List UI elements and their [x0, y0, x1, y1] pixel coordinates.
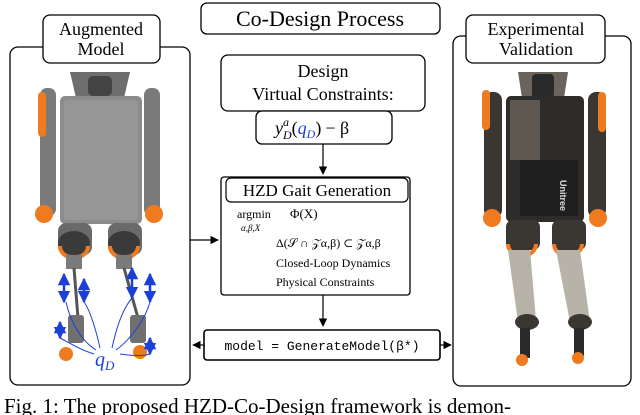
augmented-robot-illustration: [35, 72, 163, 361]
right-panel-title-line2: Validation: [499, 39, 573, 59]
physical-robot-illustration: Unitree: [482, 72, 607, 366]
hzd-argmin: argmin: [237, 207, 271, 221]
hzd-constraint-dynamics: Closed-Loop Dynamics: [276, 256, 391, 270]
figure-caption: Fig. 1: The proposed HZD-Co-Design frame…: [4, 394, 511, 415]
hzd-constraint-invariance: Δ(𝒮 ∩ 𝒵α,β) ⊂ 𝒵α,β: [276, 236, 381, 250]
left-panel-title-box: [42, 14, 161, 64]
title-box: [200, 2, 441, 35]
design-box-line1: Design: [298, 61, 349, 81]
left-panel-title-line1: Augmented: [59, 19, 143, 39]
hzd-objective: Φ(X): [290, 206, 318, 221]
virtual-constraint-equation-box: [255, 110, 393, 145]
hzd-constraint-physical: Physical Constraints: [276, 275, 375, 289]
hzd-gait-generation-box: [220, 176, 411, 296]
right-panel-title-box: [465, 14, 606, 64]
hzd-title: HZD Gait Generation: [243, 181, 392, 200]
right-panel-title-line1: Experimental: [488, 19, 585, 39]
hzd-argmin-subscript: α,β,X: [241, 223, 261, 233]
left-panel-title-line2: Model: [78, 39, 125, 59]
design-variable-label: qD: [95, 349, 115, 373]
design-variable-arrows: [53, 266, 157, 356]
brand-label: Unitree: [558, 180, 568, 211]
design-box-line2: Virtual Constraints:: [252, 84, 393, 104]
generate-model-text: model = GenerateModel(β*): [224, 339, 419, 354]
hzd-title-box: [225, 177, 409, 203]
title-text: Co-Design Process: [236, 6, 404, 31]
